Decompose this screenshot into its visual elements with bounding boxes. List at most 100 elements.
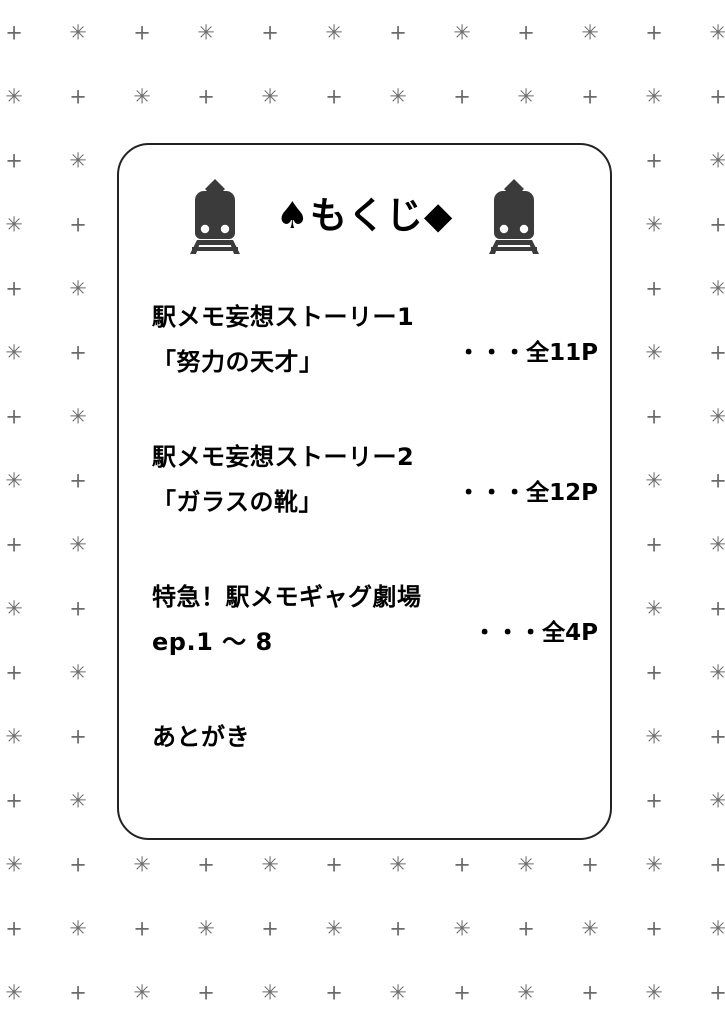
pattern-asterisk-icon: ✳ [645,596,663,621]
pattern-asterisk-icon: ✳ [5,980,23,1005]
pattern-plus-icon: + [389,20,407,45]
pattern-plus-icon: + [197,84,215,109]
pattern-plus-icon: + [645,20,663,45]
pattern-plus-icon: + [5,532,23,557]
pattern-plus-icon: + [709,980,725,1005]
pattern-asterisk-icon: ✳ [645,340,663,365]
pattern-plus-icon: + [645,916,663,941]
pattern-plus-icon: + [645,788,663,813]
pattern-asterisk-icon: ✳ [645,212,663,237]
pattern-asterisk-icon: ✳ [389,980,407,1005]
pattern-plus-icon: + [133,916,151,941]
pattern-asterisk-icon: ✳ [709,404,725,429]
pattern-asterisk-icon: ✳ [517,980,535,1005]
toc-entry-title-line1: 駅メモ妄想ストーリー2 [152,443,415,471]
toc-entry-title-line1: 駅メモ妄想ストーリー1 [152,303,415,331]
pattern-plus-icon: + [5,276,23,301]
pattern-plus-icon: + [709,212,725,237]
pattern-plus-icon: + [325,84,343,109]
pattern-plus-icon: + [5,788,23,813]
pattern-plus-icon: + [133,20,151,45]
pattern-asterisk-icon: ✳ [69,788,87,813]
toc-entry-title-line2: 「ガラスの靴」 [152,488,324,516]
toc-entry-list: 駅メモ妄想ストーリー1 「努力の天才」 ・・・全11P 駅メモ妄想ストーリー2 … [119,285,610,845]
pattern-asterisk-icon: ✳ [197,916,215,941]
toc-entry-title-line1: 特急！駅メモギャグ劇場 [152,583,422,611]
pattern-plus-icon: + [645,276,663,301]
pattern-asterisk-icon: ✳ [5,340,23,365]
pattern-asterisk-icon: ✳ [69,532,87,557]
pattern-plus-icon: + [5,660,23,685]
pattern-plus-icon: + [645,404,663,429]
pattern-asterisk-icon: ✳ [261,84,279,109]
pattern-asterisk-icon: ✳ [453,20,471,45]
pattern-plus-icon: + [645,660,663,685]
pattern-plus-icon: + [389,916,407,941]
pattern-asterisk-icon: ✳ [709,788,725,813]
pattern-plus-icon: + [581,84,599,109]
pattern-plus-icon: + [709,84,725,109]
toc-entry-title-block: あとがき [152,715,462,760]
pattern-asterisk-icon: ✳ [133,980,151,1005]
pattern-asterisk-icon: ✳ [645,84,663,109]
pattern-asterisk-icon: ✳ [389,84,407,109]
toc-entry[interactable]: あとがき [119,705,610,845]
pattern-asterisk-icon: ✳ [5,724,23,749]
table-of-contents-card: ♠もくじ◆ 駅メモ妄想ストーリー1 「努力の天才」 ・・・全11P [117,143,612,840]
pattern-asterisk-icon: ✳ [517,852,535,877]
pattern-asterisk-icon: ✳ [709,532,725,557]
pattern-asterisk-icon: ✳ [645,852,663,877]
card-header: ♠もくじ◆ [119,169,610,265]
toc-entry-title-line2: ep.1 ～ 8 [152,628,273,656]
pattern-asterisk-icon: ✳ [453,916,471,941]
pattern-asterisk-icon: ✳ [133,84,151,109]
pattern-plus-icon: + [709,852,725,877]
pattern-plus-icon: + [69,980,87,1005]
pattern-plus-icon: + [581,852,599,877]
train-icon-left [189,179,240,254]
pattern-asterisk-icon: ✳ [261,852,279,877]
pattern-asterisk-icon: ✳ [69,404,87,429]
pattern-plus-icon: + [69,852,87,877]
pattern-asterisk-icon: ✳ [709,660,725,685]
pattern-asterisk-icon: ✳ [325,20,343,45]
pattern-asterisk-icon: ✳ [69,660,87,685]
pattern-plus-icon: + [517,20,535,45]
pattern-plus-icon: + [5,148,23,173]
toc-entry-page-count: ・・・全12P [457,480,598,506]
toc-entry-page-count: ・・・全4P [473,620,598,646]
pattern-plus-icon: + [453,84,471,109]
toc-entry-title-block: 特急！駅メモギャグ劇場 ep.1 ～ 8 [152,575,462,665]
pattern-plus-icon: + [69,468,87,493]
pattern-asterisk-icon: ✳ [5,212,23,237]
pattern-asterisk-icon: ✳ [645,980,663,1005]
pattern-plus-icon: + [325,852,343,877]
pattern-asterisk-icon: ✳ [709,276,725,301]
pattern-asterisk-icon: ✳ [581,916,599,941]
pattern-asterisk-icon: ✳ [709,20,725,45]
pattern-plus-icon: + [453,852,471,877]
toc-entry-title-block: 駅メモ妄想ストーリー2 「ガラスの靴」 [152,435,462,525]
pattern-plus-icon: + [453,980,471,1005]
toc-entry[interactable]: 駅メモ妄想ストーリー1 「努力の天才」 ・・・全11P [119,285,610,425]
pattern-asterisk-icon: ✳ [5,852,23,877]
pattern-plus-icon: + [5,404,23,429]
pattern-asterisk-icon: ✳ [69,276,87,301]
toc-entry-title-block: 駅メモ妄想ストーリー1 「努力の天才」 [152,295,462,385]
pattern-asterisk-icon: ✳ [5,596,23,621]
pattern-asterisk-icon: ✳ [261,980,279,1005]
pattern-asterisk-icon: ✳ [197,20,215,45]
toc-entry-title-line1: あとがき [152,723,250,751]
pattern-asterisk-icon: ✳ [709,148,725,173]
toc-entry[interactable]: 特急！駅メモギャグ劇場 ep.1 ～ 8 ・・・全4P [119,565,610,705]
pattern-plus-icon: + [5,20,23,45]
pattern-asterisk-icon: ✳ [645,724,663,749]
pattern-plus-icon: + [709,596,725,621]
toc-entry[interactable]: 駅メモ妄想ストーリー2 「ガラスの靴」 ・・・全12P [119,425,610,565]
pattern-asterisk-icon: ✳ [709,916,725,941]
pattern-plus-icon: + [517,916,535,941]
pattern-asterisk-icon: ✳ [133,852,151,877]
pattern-asterisk-icon: ✳ [325,916,343,941]
pattern-plus-icon: + [709,340,725,365]
pattern-plus-icon: + [709,724,725,749]
